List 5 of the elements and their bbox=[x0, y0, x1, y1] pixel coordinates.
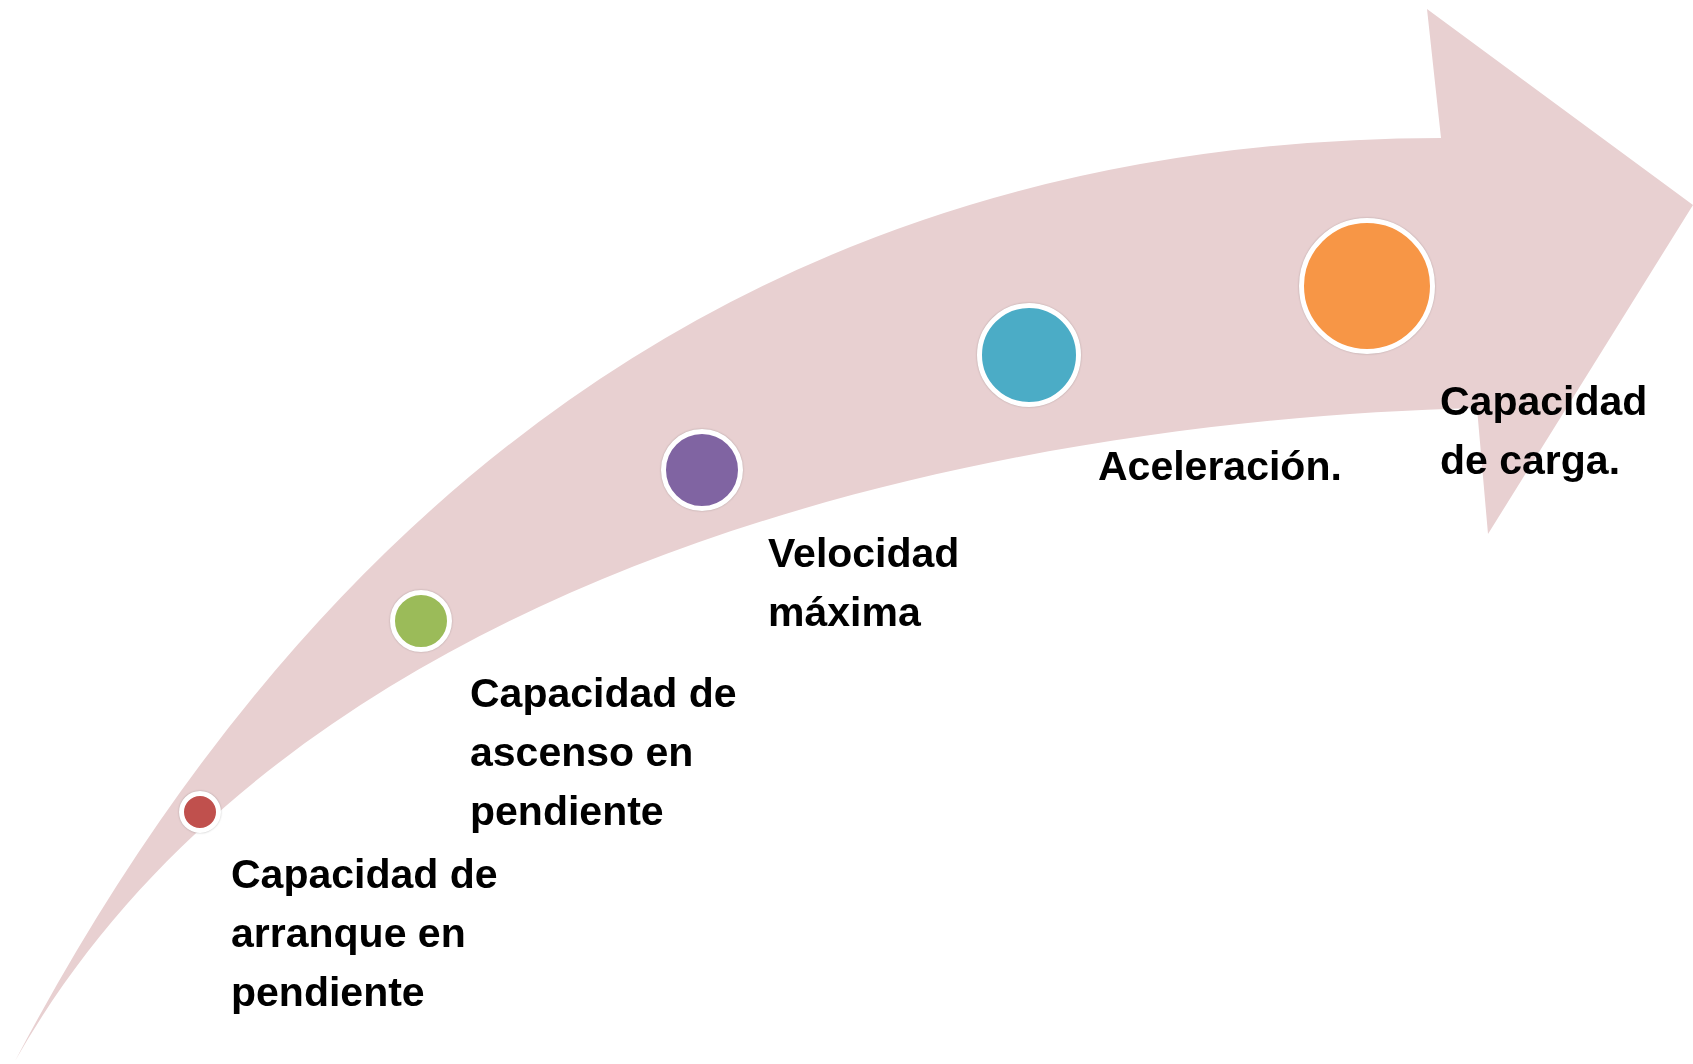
step-label: Capacidad de ascenso en pendiente bbox=[470, 669, 738, 836]
step-label: Capacidad de arranque en pendiente bbox=[231, 850, 499, 1017]
step-label: Capacidad de carga. bbox=[1440, 377, 1649, 485]
step-label: Aceleración. bbox=[1098, 442, 1343, 491]
step-label: Velocidad máxima bbox=[768, 529, 961, 637]
